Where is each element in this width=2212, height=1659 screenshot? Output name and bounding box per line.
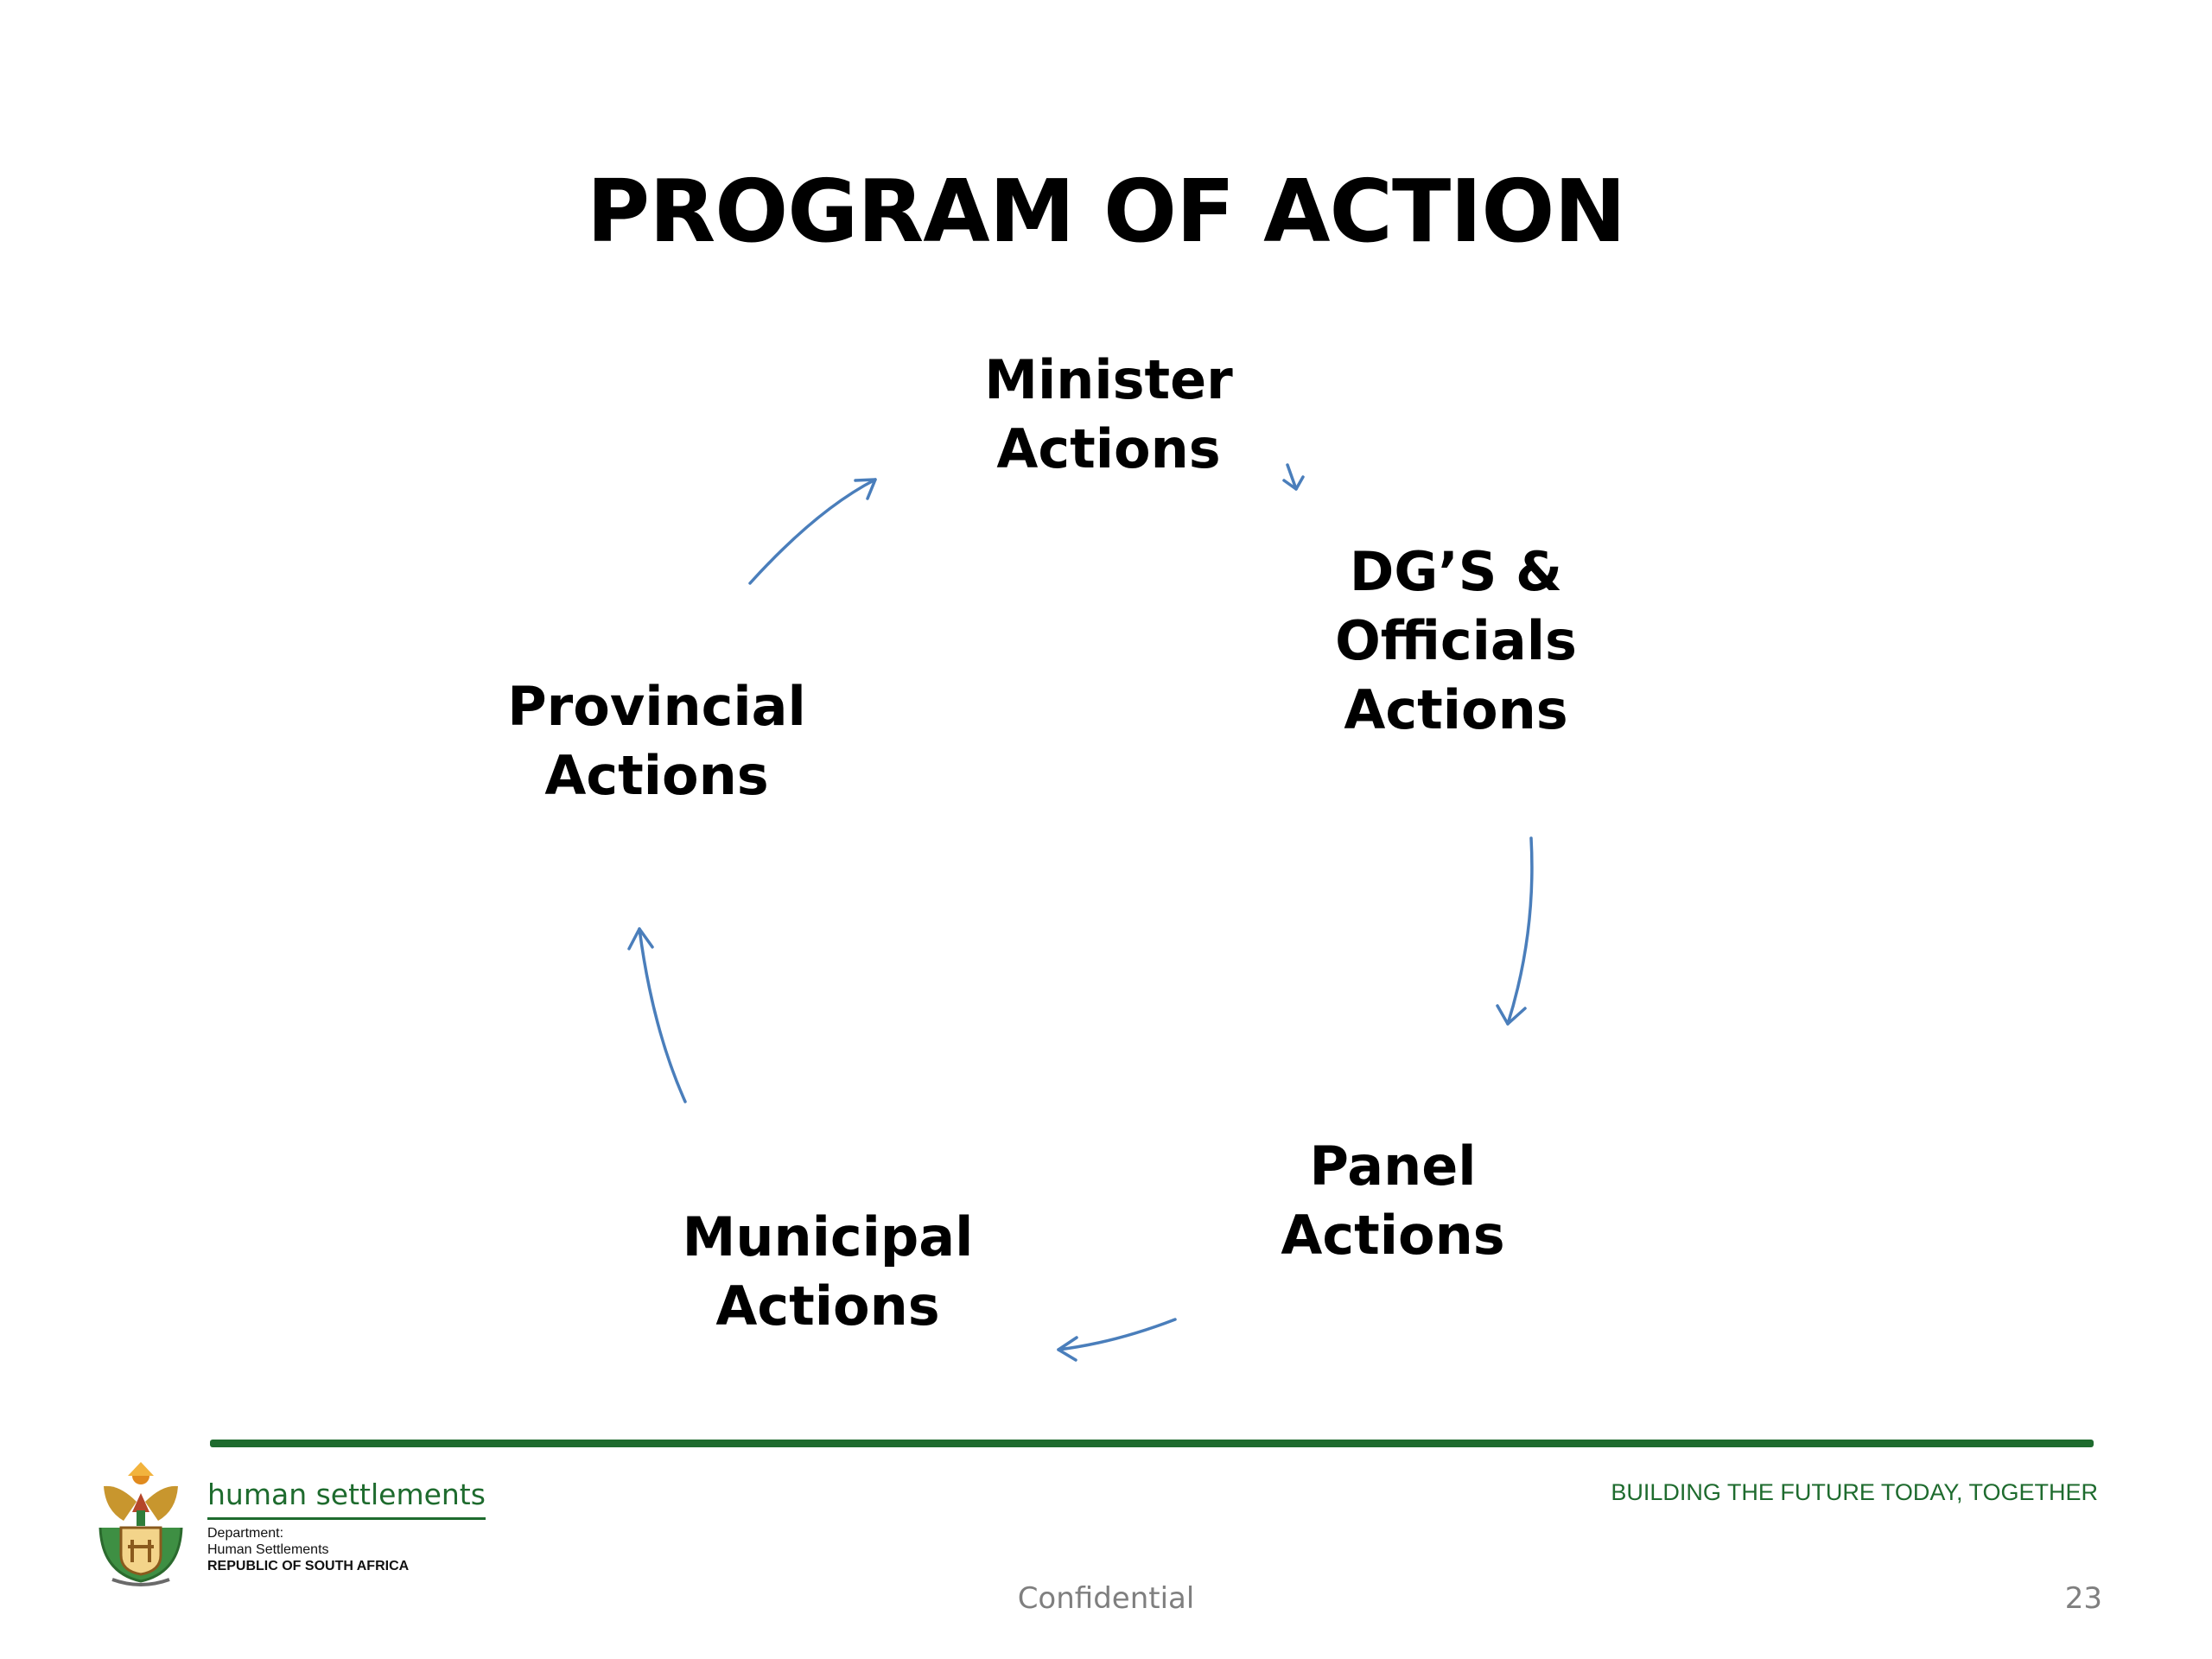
node-line: Minister xyxy=(984,348,1233,411)
node-line: Actions xyxy=(544,744,769,807)
node-panel-actions: Panel Actions xyxy=(1281,1132,1504,1270)
tagline: BUILDING THE FUTURE TODAY, TOGETHER xyxy=(1611,1479,2098,1505)
footer-divider xyxy=(210,1440,2094,1447)
department-block: human settlements Department: Human Sett… xyxy=(207,1478,486,1574)
page-number: 23 xyxy=(2064,1581,2102,1616)
confidential-label: Confidential xyxy=(1017,1581,1195,1616)
coat-of-arms-icon xyxy=(99,1462,183,1586)
node-line: Actions xyxy=(715,1274,940,1338)
node-municipal-actions: Municipal Actions xyxy=(683,1203,974,1341)
arrow-provincial-to-minister xyxy=(748,478,877,585)
node-line: Actions xyxy=(996,417,1221,480)
node-line: Officials xyxy=(1335,609,1577,672)
node-dgs-officials-actions: DG’S & Officials Actions xyxy=(1335,537,1577,745)
arrow-dgs-to-panel xyxy=(1496,836,1534,1026)
node-line: Panel xyxy=(1309,1135,1477,1198)
country-name: REPUBLIC OF SOUTH AFRICA xyxy=(207,1559,410,1573)
node-line: Actions xyxy=(1281,1204,1505,1267)
node-minister-actions: Minister Actions xyxy=(984,346,1233,484)
arrow-panel-to-municipal xyxy=(1057,1318,1177,1362)
arrow-minister-to-dgs xyxy=(1282,463,1305,491)
node-line: DG’S & xyxy=(1349,540,1563,603)
node-provincial-actions: Provincial Actions xyxy=(507,672,806,810)
slide-title: PROGRAM OF ACTION xyxy=(586,161,1626,262)
arrow-municipal-to-provincial xyxy=(627,927,687,1103)
department-name: human settlements xyxy=(207,1478,486,1520)
node-line: Municipal xyxy=(682,1205,974,1268)
department-title: Human Settlements xyxy=(207,1542,329,1557)
node-line: Provincial xyxy=(507,675,806,738)
department-label: Department: xyxy=(207,1526,284,1541)
node-line: Actions xyxy=(1344,678,1568,741)
